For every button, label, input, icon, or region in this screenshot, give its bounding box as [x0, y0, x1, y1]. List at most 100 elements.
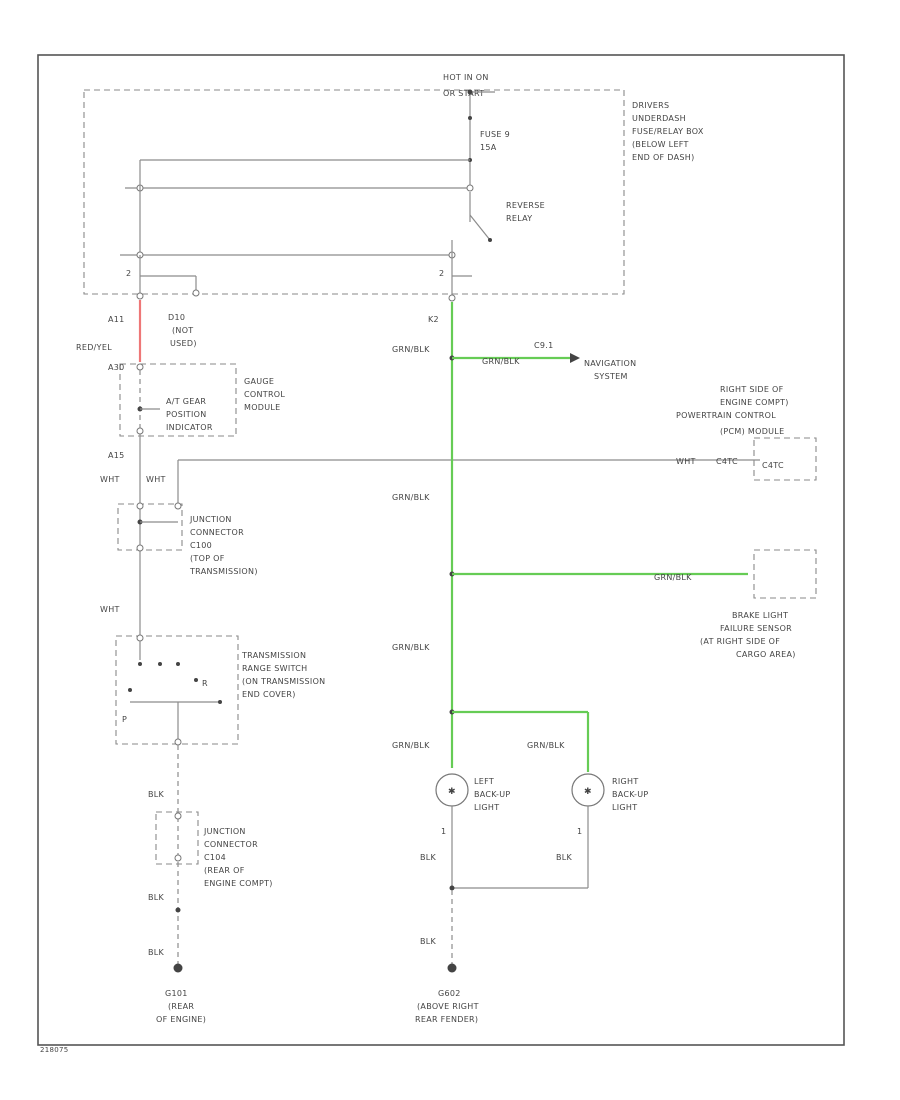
- red-yel-label: RED/YEL: [76, 343, 112, 352]
- right-pin-2: 2: [439, 269, 444, 278]
- g602-label-1: G602: [438, 989, 461, 998]
- a15-connector: [136, 427, 144, 435]
- transmission-range-switch: [115, 635, 239, 745]
- fuse-node-top: [468, 116, 472, 120]
- wht-label-b: WHT: [146, 475, 166, 484]
- box-pin-right-top: [466, 184, 474, 192]
- relay-pivot: [488, 238, 492, 242]
- gcm-label-1: GAUGE: [244, 377, 274, 386]
- hot-in-run-line2: OR START: [443, 89, 484, 98]
- nav-label-2: SYSTEM: [594, 372, 628, 381]
- blk-splice: [175, 907, 181, 913]
- pcm-label-1: RIGHT SIDE OF: [720, 385, 784, 394]
- jc1-label-2: CONNECTOR: [190, 528, 244, 537]
- trs-contact-1: [138, 662, 142, 666]
- k2-label: K2: [428, 315, 439, 324]
- grn-label-4: GRN/BLK: [654, 573, 692, 582]
- left-bulb-pin: 1: [441, 827, 446, 836]
- ground-splice: [449, 885, 455, 891]
- relay-label-1: REVERSE: [506, 201, 545, 210]
- fuse-box-label-4: (BELOW LEFT: [632, 140, 689, 149]
- d10-label-2: (NOT: [172, 326, 194, 335]
- blk-label-5: BLK: [556, 853, 573, 862]
- trs-label-1: TRANSMISSION: [241, 651, 306, 660]
- gear-pos-label-3: INDICATOR: [166, 423, 213, 432]
- brake-light-failure-sensor: [753, 549, 817, 599]
- right-bulb-pin: 1: [577, 827, 582, 836]
- fuse-box-label-1: DRIVERS: [632, 101, 669, 110]
- gcm-label-3: MODULE: [244, 403, 281, 412]
- pcm-label-4: (PCM) MODULE: [720, 427, 784, 436]
- right-bulb-glyph: ✱: [584, 787, 592, 797]
- trs-contact-2: [158, 662, 162, 666]
- trs-label-4: END COVER): [242, 690, 296, 699]
- ground-g101-icon: [173, 963, 183, 973]
- grn-label-6: GRN/BLK: [392, 741, 430, 750]
- gear-pos-label-2: POSITION: [166, 410, 207, 419]
- gcm-label-2: CONTROL: [244, 390, 285, 399]
- grn-label-2: GRN/BLK: [482, 357, 520, 366]
- fuse-box-label-3: FUSE/RELAY BOX: [632, 127, 704, 136]
- left-backup-label-2: BACK-UP: [474, 790, 510, 799]
- trs-pin-r: R: [202, 679, 208, 688]
- trs-contact-5: [128, 688, 132, 692]
- g101-label-2: (REAR: [168, 1002, 194, 1011]
- trs-pin-bottom: [174, 738, 182, 746]
- brake-label-4: CARGO AREA): [736, 650, 796, 659]
- feed-node: [467, 89, 473, 95]
- gauge-control-module: [119, 363, 237, 437]
- g101-label-3: OF ENGINE): [156, 1015, 206, 1024]
- junction-connector-c104: [155, 811, 199, 865]
- fuse-label-1: FUSE 9: [480, 130, 510, 139]
- pcm-conn-label: C4TC: [762, 461, 784, 470]
- jc1-label-1: JUNCTION: [189, 515, 232, 524]
- wht-label-a: WHT: [100, 475, 120, 484]
- jc1-label-4: (TOP OF: [190, 554, 225, 563]
- pcm-module: [753, 437, 817, 481]
- right-backup-label-3: LIGHT: [612, 803, 637, 812]
- grn-label-1: GRN/BLK: [392, 345, 430, 354]
- nav-conn-label: C9.1: [534, 341, 554, 350]
- trs-contact-3: [176, 662, 180, 666]
- nav-label-1: NAVIGATION: [584, 359, 636, 368]
- jc1-label-5: TRANSMISSION): [189, 567, 258, 576]
- left-backup-label-3: LIGHT: [474, 803, 499, 812]
- k2-connector: [448, 294, 456, 302]
- c100-pin-1: [136, 502, 144, 510]
- jc2-label-5: ENGINE COMPT): [204, 879, 273, 888]
- right-backup-label-2: BACK-UP: [612, 790, 648, 799]
- fuse-label-2: 15A: [480, 143, 497, 152]
- footer-code: 218075: [40, 1046, 69, 1054]
- right-backup-label-1: RIGHT: [612, 777, 639, 786]
- c104-pin-1: [174, 812, 182, 820]
- fuse-box-label-5: END OF DASH): [632, 153, 695, 162]
- trs-contact-4: [194, 678, 198, 682]
- gear-pos-label-1: A/T GEAR: [166, 397, 206, 406]
- jc1-label-3: C100: [190, 541, 212, 550]
- brake-label-2: FAILURE SENSOR: [720, 624, 792, 633]
- jc2-label-2: CONNECTOR: [204, 840, 258, 849]
- trs-label-3: (ON TRANSMISSION: [242, 677, 325, 686]
- fuse-relay-box: [83, 89, 625, 295]
- nav-arrow-icon: [570, 353, 580, 363]
- relay-switch-arm: [469, 214, 491, 241]
- a30-connector: [136, 363, 144, 371]
- relay-label-2: RELAY: [506, 214, 533, 223]
- blk-label-4: BLK: [420, 853, 437, 862]
- jc2-label-1: JUNCTION: [203, 827, 246, 836]
- wht-label-c: WHT: [100, 605, 120, 614]
- diagram-frame: [37, 54, 845, 1046]
- brake-label-3: (AT RIGHT SIDE OF: [700, 637, 780, 646]
- d10-label-3: USED): [170, 339, 197, 348]
- grn-label-3: GRN/BLK: [392, 493, 430, 502]
- g101-label-1: G101: [165, 989, 188, 998]
- hot-in-run-line1: HOT IN ON: [443, 73, 489, 82]
- brake-label-1: BRAKE LIGHT: [732, 611, 788, 620]
- blk-label-3: BLK: [148, 948, 165, 957]
- trs-pin-top: [136, 634, 144, 642]
- pcm-wire-code: C4TC: [716, 457, 738, 466]
- c100-pin-2: [174, 502, 182, 510]
- fuse-box-label-2: UNDERDASH: [632, 114, 686, 123]
- left-pin-2: 2: [126, 269, 131, 278]
- blk-label-1: BLK: [148, 790, 165, 799]
